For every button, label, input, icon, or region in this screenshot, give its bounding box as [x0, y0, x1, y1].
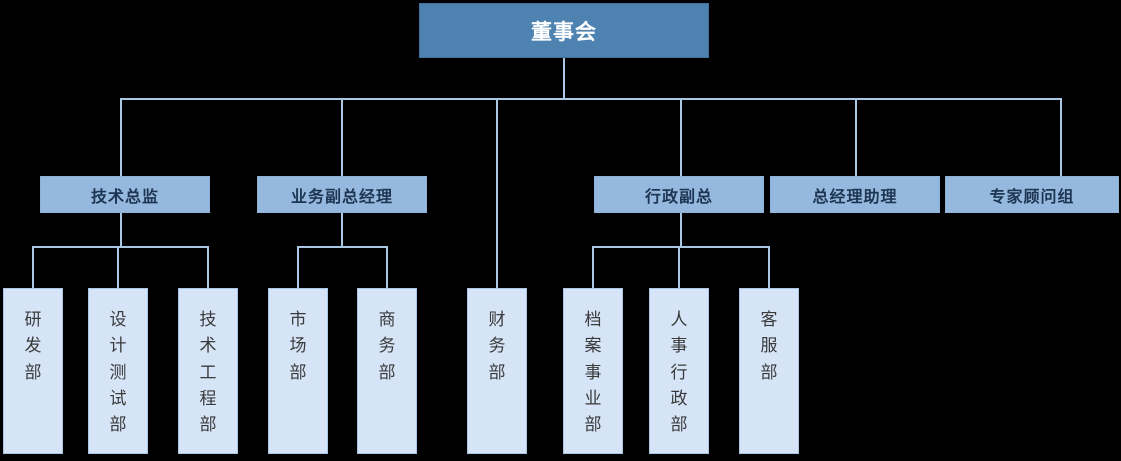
node-label: 研发部	[24, 310, 42, 382]
connector-stem-business-vp	[341, 212, 343, 247]
connector-drop-rd-dept	[32, 246, 34, 288]
connector-stem-admin-vp	[680, 212, 682, 247]
connector-drop-tech-director	[120, 98, 122, 176]
connector-drop-hr-admin-dept	[678, 246, 680, 288]
node-customer-service-dept[interactable]: 客服部	[739, 288, 799, 454]
node-admin-vp[interactable]: 行政副总	[594, 176, 764, 213]
node-expert-advisory-group[interactable]: 专家顾问组	[945, 176, 1119, 213]
node-commerce-dept[interactable]: 商务部	[357, 288, 417, 454]
node-tech-eng-dept[interactable]: 技术工程部	[178, 288, 238, 454]
connector-drop-customer-service-dept	[768, 246, 770, 288]
connector-stem-tech-director	[120, 212, 122, 247]
connector-bus-business-vp	[297, 246, 387, 248]
connector-drop-gm-assistant	[855, 98, 857, 176]
node-label: 档案事业部	[584, 310, 602, 435]
node-label: 技术工程部	[199, 310, 217, 435]
connector-drop-marketing-dept	[297, 246, 299, 288]
connector-drop-business-vp	[341, 98, 343, 176]
connector-drop-design-test-dept	[117, 246, 119, 288]
node-board-of-directors[interactable]: 董事会	[419, 3, 709, 58]
node-rd-dept[interactable]: 研发部	[3, 288, 63, 454]
node-business-vp[interactable]: 业务副总经理	[257, 176, 427, 213]
node-label: 业务副总经理	[290, 188, 393, 206]
node-label: 市场部	[289, 310, 307, 382]
connector-drop-tech-eng-dept	[207, 246, 209, 288]
node-label: 专家顾问组	[989, 188, 1075, 206]
node-label: 客服部	[760, 310, 778, 382]
node-label: 财务部	[488, 310, 506, 382]
connector-drop-commerce-dept	[386, 246, 388, 288]
node-marketing-dept[interactable]: 市场部	[268, 288, 328, 454]
node-label: 董事会	[531, 20, 597, 44]
node-archives-div[interactable]: 档案事业部	[563, 288, 623, 454]
connector-level2-bus	[120, 98, 1062, 100]
connector-bus-admin-vp	[592, 246, 770, 248]
connector-bus-tech-director	[32, 246, 209, 248]
node-label: 人事行政部	[670, 310, 688, 435]
node-label: 总经理助理	[812, 188, 898, 206]
connector-drop-admin-vp	[680, 98, 682, 176]
connector-root-stem	[563, 57, 565, 100]
connector-drop-archives-div	[592, 246, 594, 288]
node-design-test-dept[interactable]: 设计测试部	[88, 288, 148, 454]
connector-drop-finance	[496, 98, 498, 288]
node-label: 技术总监	[90, 188, 159, 206]
node-label: 商务部	[378, 310, 396, 382]
connector-drop-advisory-group	[1060, 98, 1062, 176]
node-finance-dept[interactable]: 财务部	[467, 288, 527, 454]
node-tech-director[interactable]: 技术总监	[40, 176, 210, 213]
node-gm-assistant[interactable]: 总经理助理	[770, 176, 940, 213]
node-label: 行政副总	[644, 188, 713, 206]
node-label: 设计测试部	[109, 310, 127, 435]
node-hr-admin-dept[interactable]: 人事行政部	[649, 288, 709, 454]
